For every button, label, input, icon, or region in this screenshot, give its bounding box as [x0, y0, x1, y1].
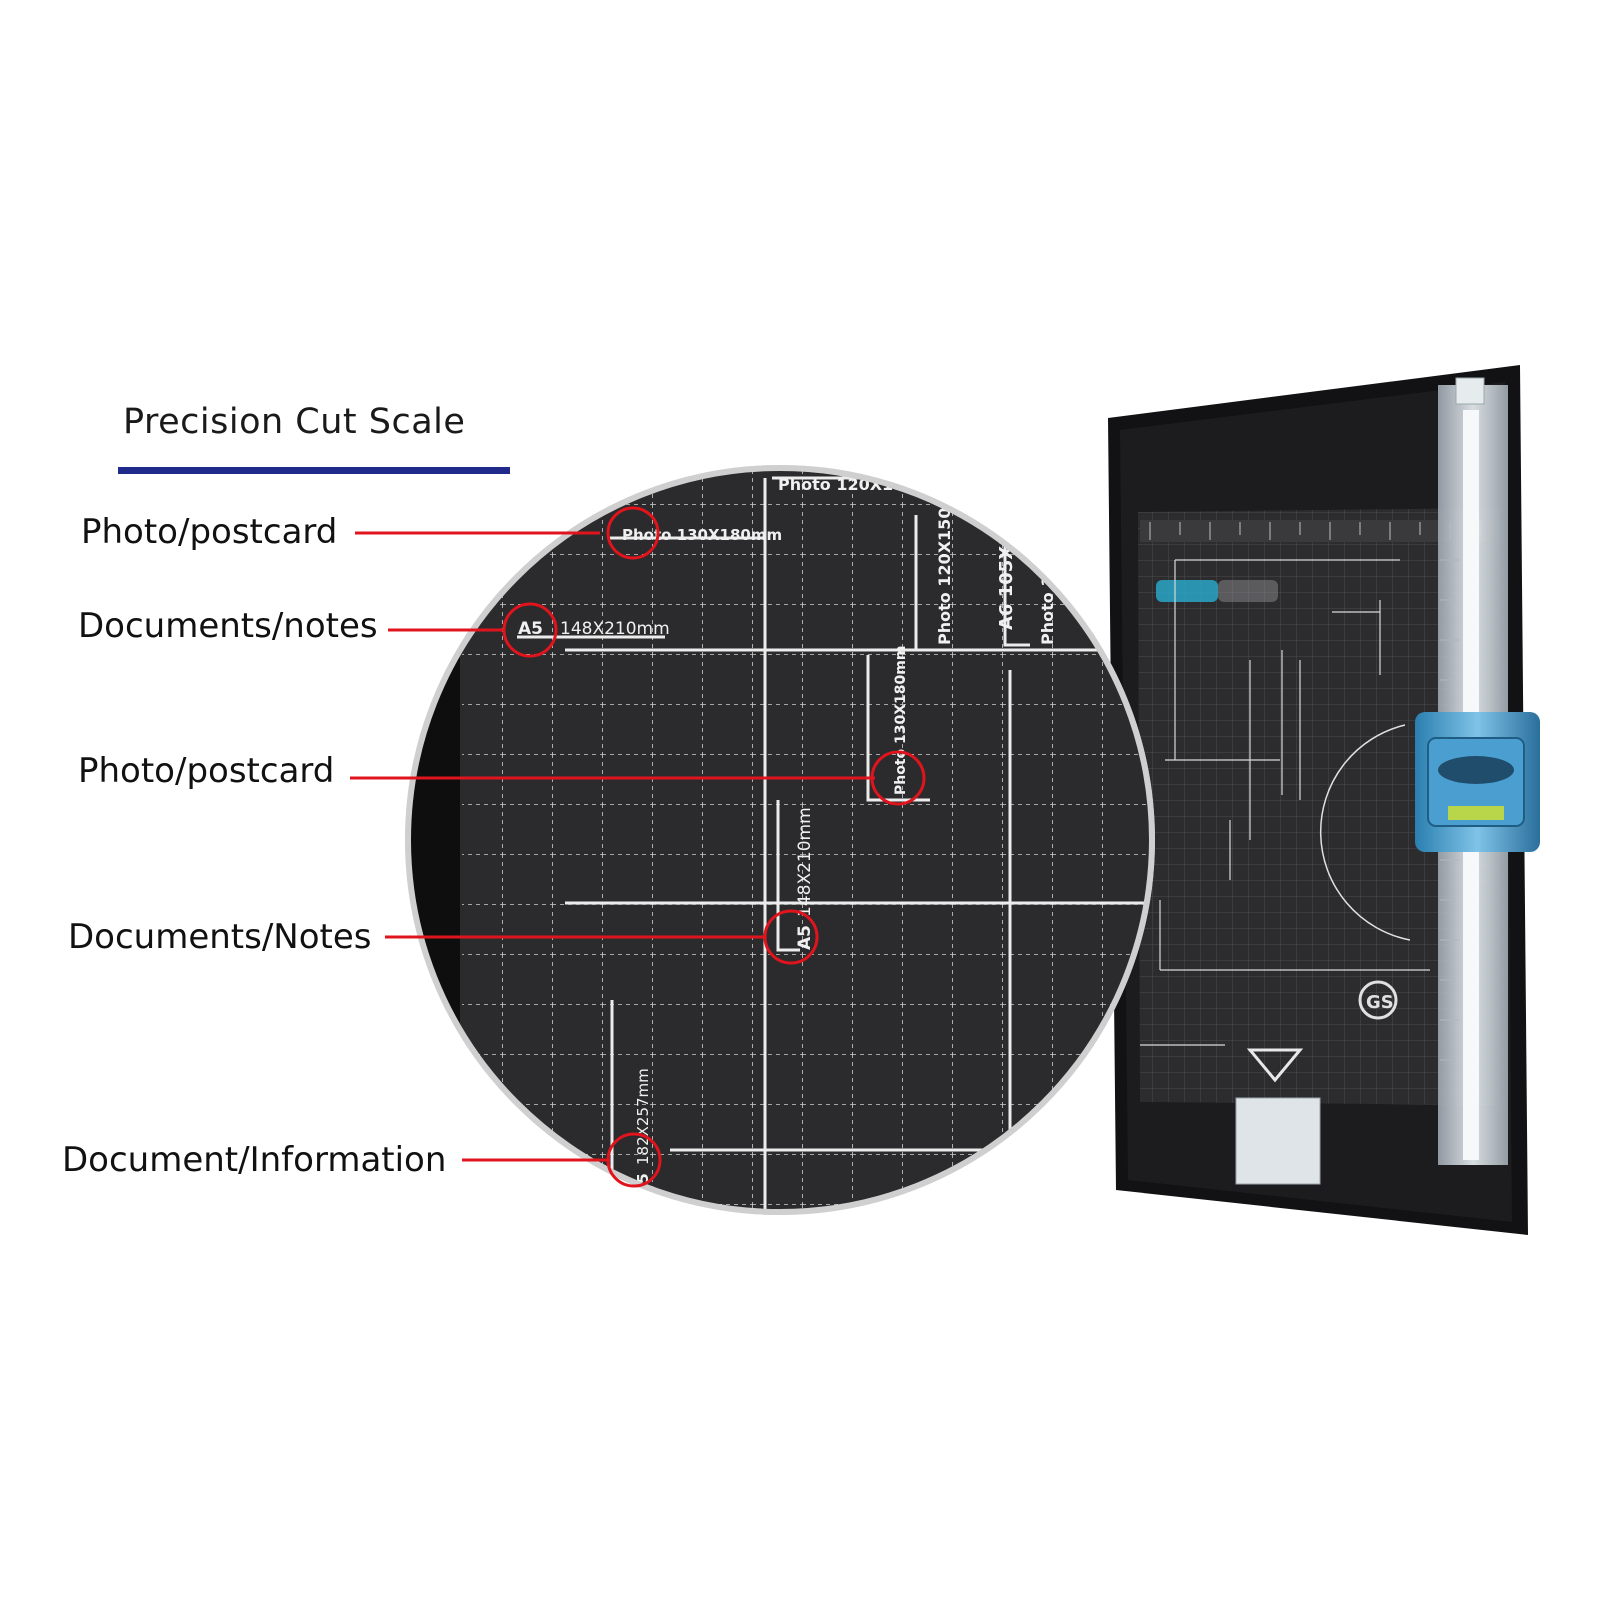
- page-title: Precision Cut Scale: [123, 402, 466, 442]
- callout-markers: [350, 506, 926, 1188]
- mag-label-a5-h: A5: [518, 619, 543, 639]
- callout-documents-notes-2: Documents/Notes: [68, 917, 372, 957]
- mag-label-photo-120x150-v: Photo 120X150mm: [935, 474, 954, 645]
- title-underline: [118, 467, 510, 474]
- mag-label-photo-130x180: Photo 130X180mm: [622, 526, 782, 544]
- paper-cutter: GS: [1108, 365, 1540, 1235]
- callout-photo-postcard-1: Photo/postcard: [81, 512, 338, 552]
- mag-label-b5-v-dim: 182X257mm: [634, 1068, 652, 1165]
- mag-label-a6: A6 105X1: [996, 533, 1017, 630]
- callout-documents-notes-1: Documents/notes: [78, 606, 378, 646]
- magnifier: Photo 120X150 Photo 130X180mm Photo 120X…: [405, 465, 1155, 1215]
- mag-label-a5-h-dim: 148X210mm: [560, 619, 670, 639]
- callout-document-information: Document/Information: [62, 1140, 447, 1180]
- mag-label-a5-v-dim: 148X210mm: [795, 807, 815, 917]
- mag-label-a5-v: A5: [795, 925, 815, 950]
- callout-photo-postcard-2: Photo/postcard: [78, 751, 335, 791]
- mag-label-photo-130x180-v: Photo 130X180mm: [893, 646, 909, 795]
- svg-text:GS: GS: [1366, 992, 1394, 1013]
